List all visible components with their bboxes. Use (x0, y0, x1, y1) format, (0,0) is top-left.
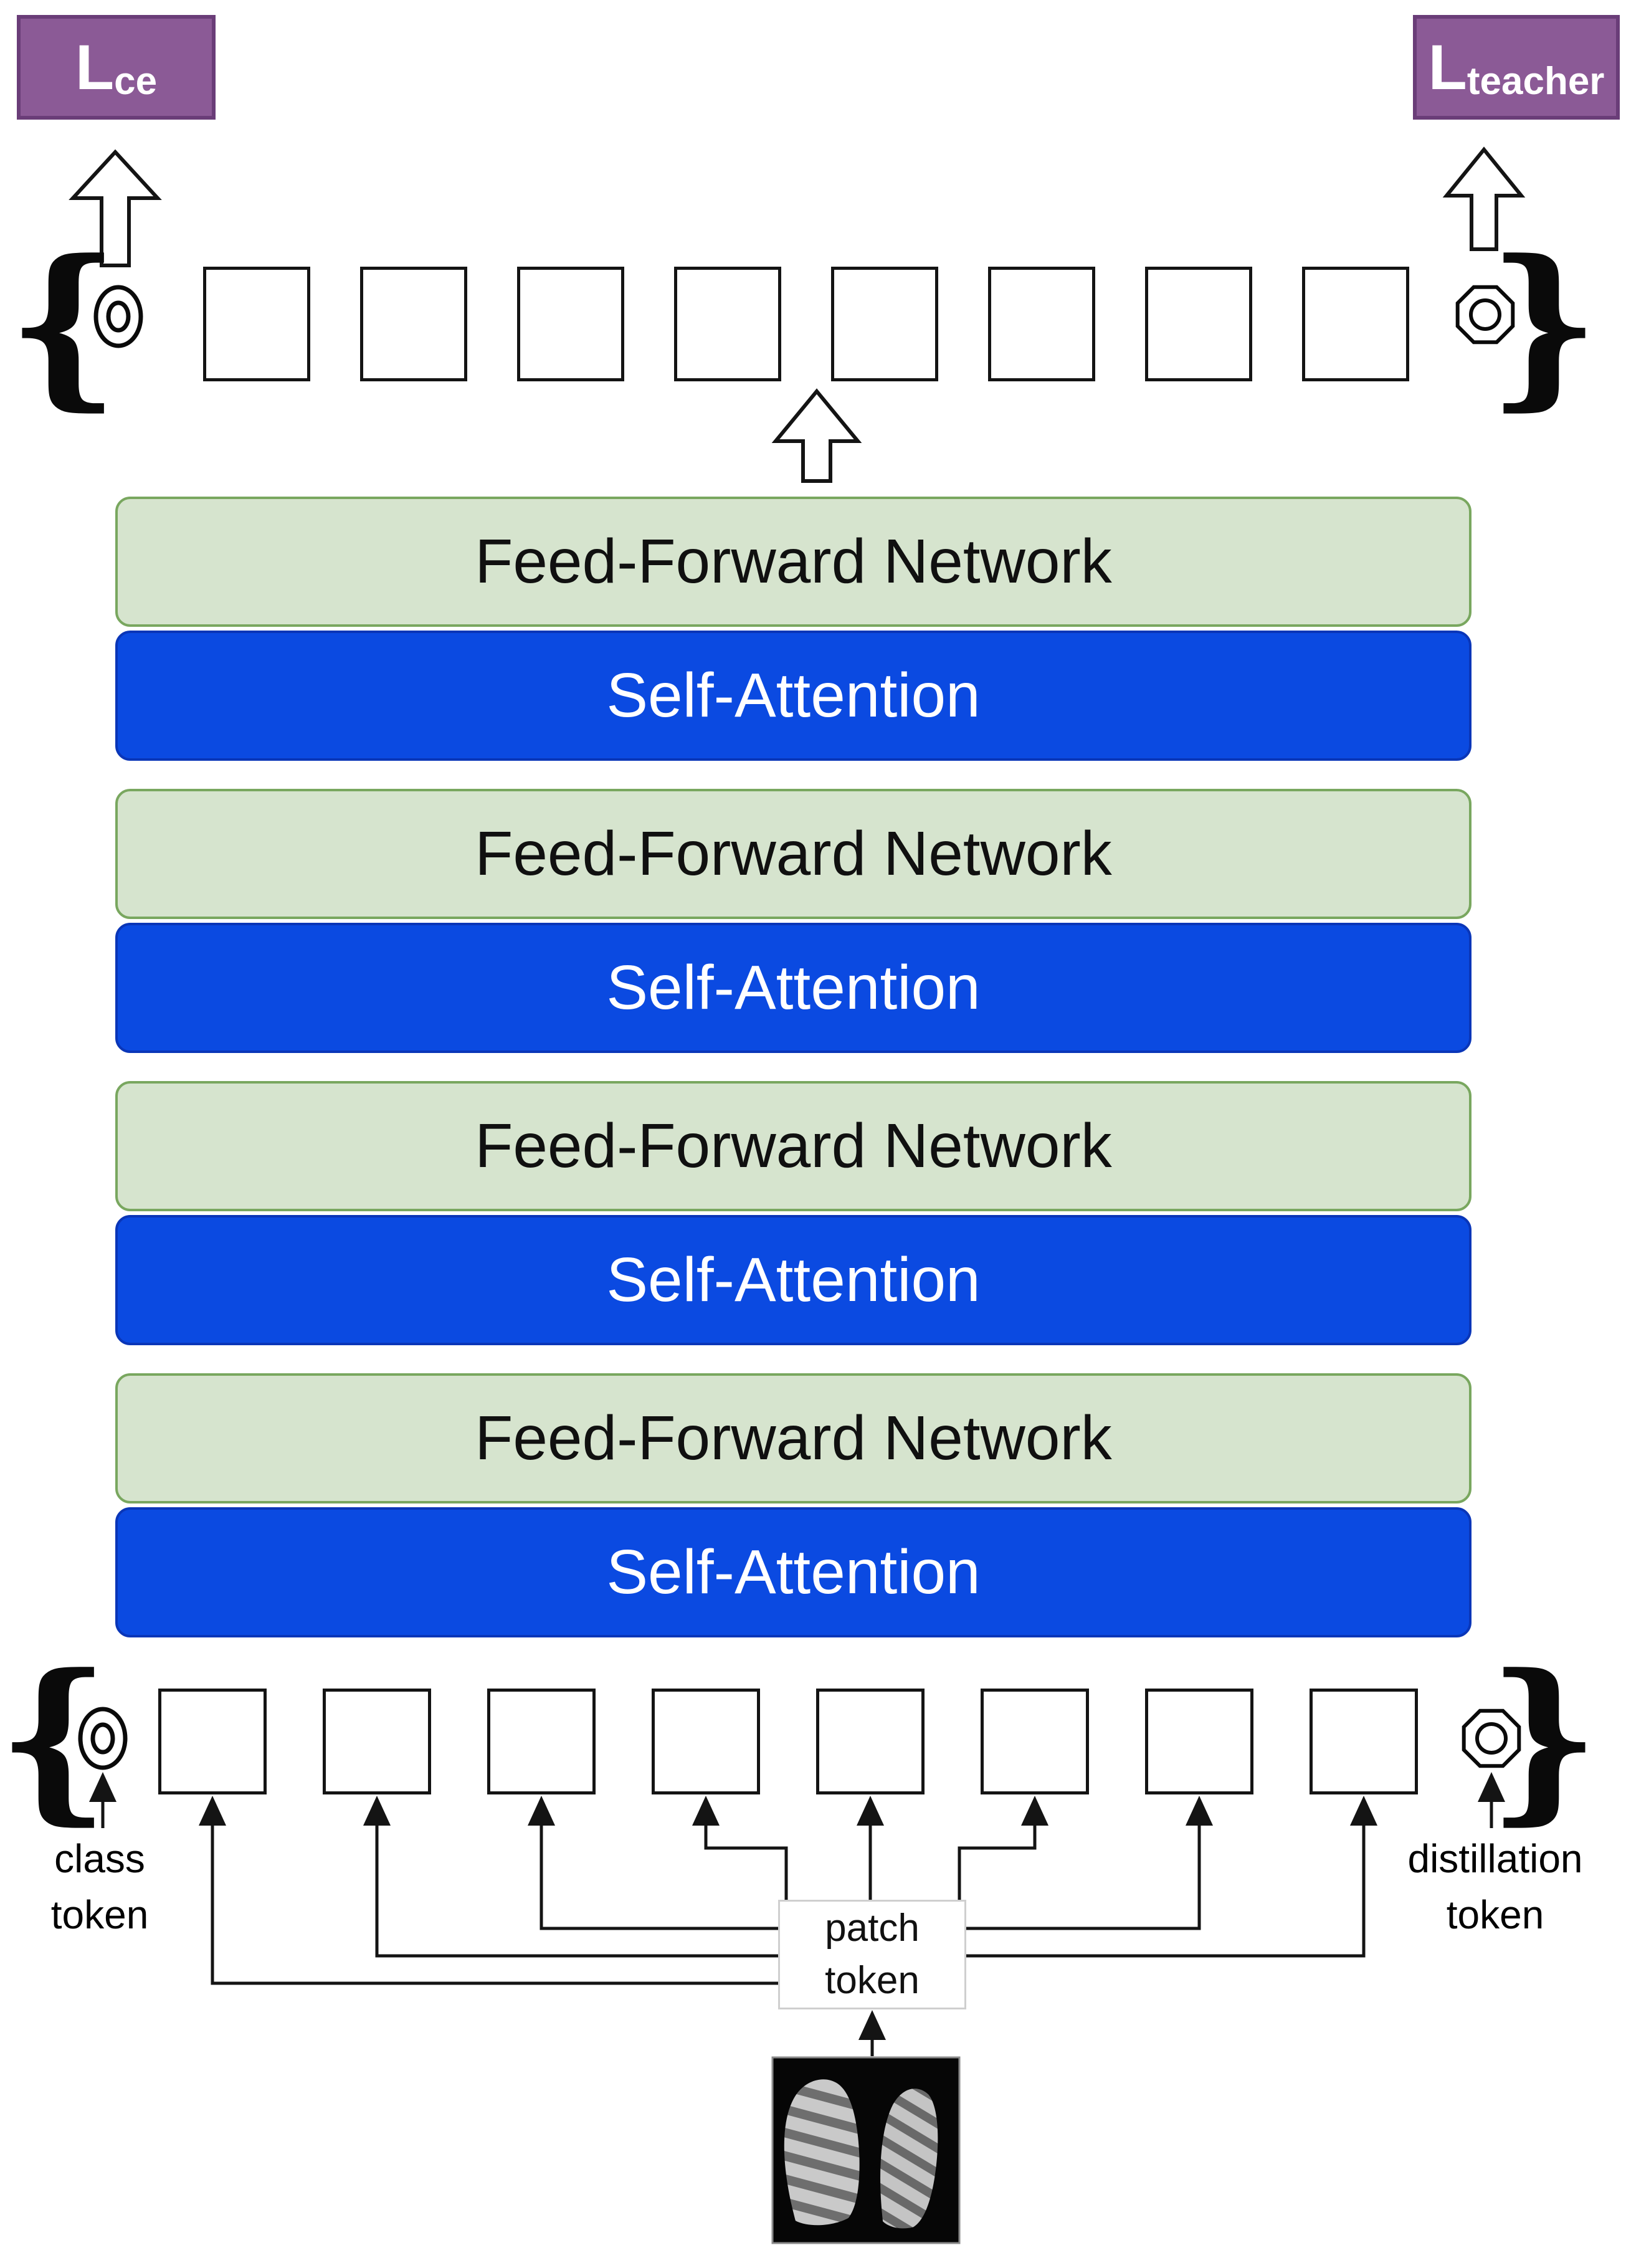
input-token-square (816, 1689, 925, 1794)
right-lung (880, 2089, 938, 2229)
loss-teacher-subscript: teacher (1467, 60, 1605, 103)
loss-ce-symbol: L (75, 32, 115, 103)
self-attention-block-3: Self-Attention (115, 1215, 1471, 1345)
connector-square-7 (965, 1796, 1213, 1930)
patch-token-label-line2: token (825, 1959, 920, 2002)
self-attention-block-1: Self-Attention (115, 631, 1471, 761)
arrow-up-tokens-to-encoder (771, 388, 862, 483)
ffn-block-1: Feed-Forward Network (115, 497, 1471, 627)
input-token-square (1310, 1689, 1418, 1794)
distillation-token-label-line2: token (1446, 1892, 1544, 1937)
connector-square-3 (528, 1796, 779, 1930)
output-token-square (988, 267, 1095, 381)
output-token-square (1302, 267, 1409, 381)
output-token-square (360, 267, 467, 381)
input-token-square (981, 1689, 1089, 1794)
class-token-icon-top (93, 285, 143, 348)
block-arrows (69, 146, 1526, 483)
output-token-square (831, 267, 938, 381)
output-token-square (1145, 267, 1252, 381)
class-token-icon-bottom (78, 1707, 128, 1770)
distillation-token-label: distillation token (1358, 1831, 1626, 1943)
distillation-token-label-line1: distillation (1407, 1836, 1583, 1881)
connector-square-1 (199, 1796, 779, 1985)
input-token-square (323, 1689, 431, 1794)
input-token-square (652, 1689, 760, 1794)
input-token-square (487, 1689, 596, 1794)
class-token-label-line1: class (54, 1836, 145, 1881)
self-attention-block-2: Self-Attention (115, 923, 1471, 1053)
ffn-block-3: Feed-Forward Network (115, 1081, 1471, 1211)
ffn-block-2: Feed-Forward Network (115, 789, 1471, 919)
output-token-square (674, 267, 781, 381)
brace-close-top: } (1488, 222, 1600, 427)
class-token-label: class token (6, 1831, 193, 1943)
connector-square-6 (958, 1796, 1048, 1901)
chest-xray-image (771, 2056, 961, 2244)
loss-ce-subscript: ce (114, 60, 158, 103)
output-token-square (517, 267, 624, 381)
loss-teacher-symbol: L (1428, 32, 1467, 103)
patch-token-connectors (89, 1772, 1505, 2056)
left-lung (784, 2079, 860, 2226)
connector-square-4 (692, 1796, 788, 1901)
distillation-token-icon-bottom (1462, 1708, 1521, 1768)
input-token-square (1145, 1689, 1253, 1794)
brace-open-top: { (7, 222, 120, 427)
connector-square-8 (965, 1796, 1377, 1958)
connector-square-2 (363, 1796, 779, 1958)
input-token-square (158, 1689, 267, 1794)
ffn-block-4: Feed-Forward Network (115, 1373, 1471, 1503)
arrow-up-to-loss-teacher (1442, 146, 1526, 251)
patch-token-box: patch token (778, 1900, 966, 2009)
output-token-square (203, 267, 310, 381)
distillation-token-icon-top (1455, 285, 1515, 345)
arrow-up-to-loss-ce (69, 149, 162, 267)
class-token-label-line2: token (50, 1892, 149, 1937)
self-attention-block-4: Self-Attention (115, 1507, 1471, 1637)
patch-token-label-line1: patch (825, 1907, 920, 1950)
